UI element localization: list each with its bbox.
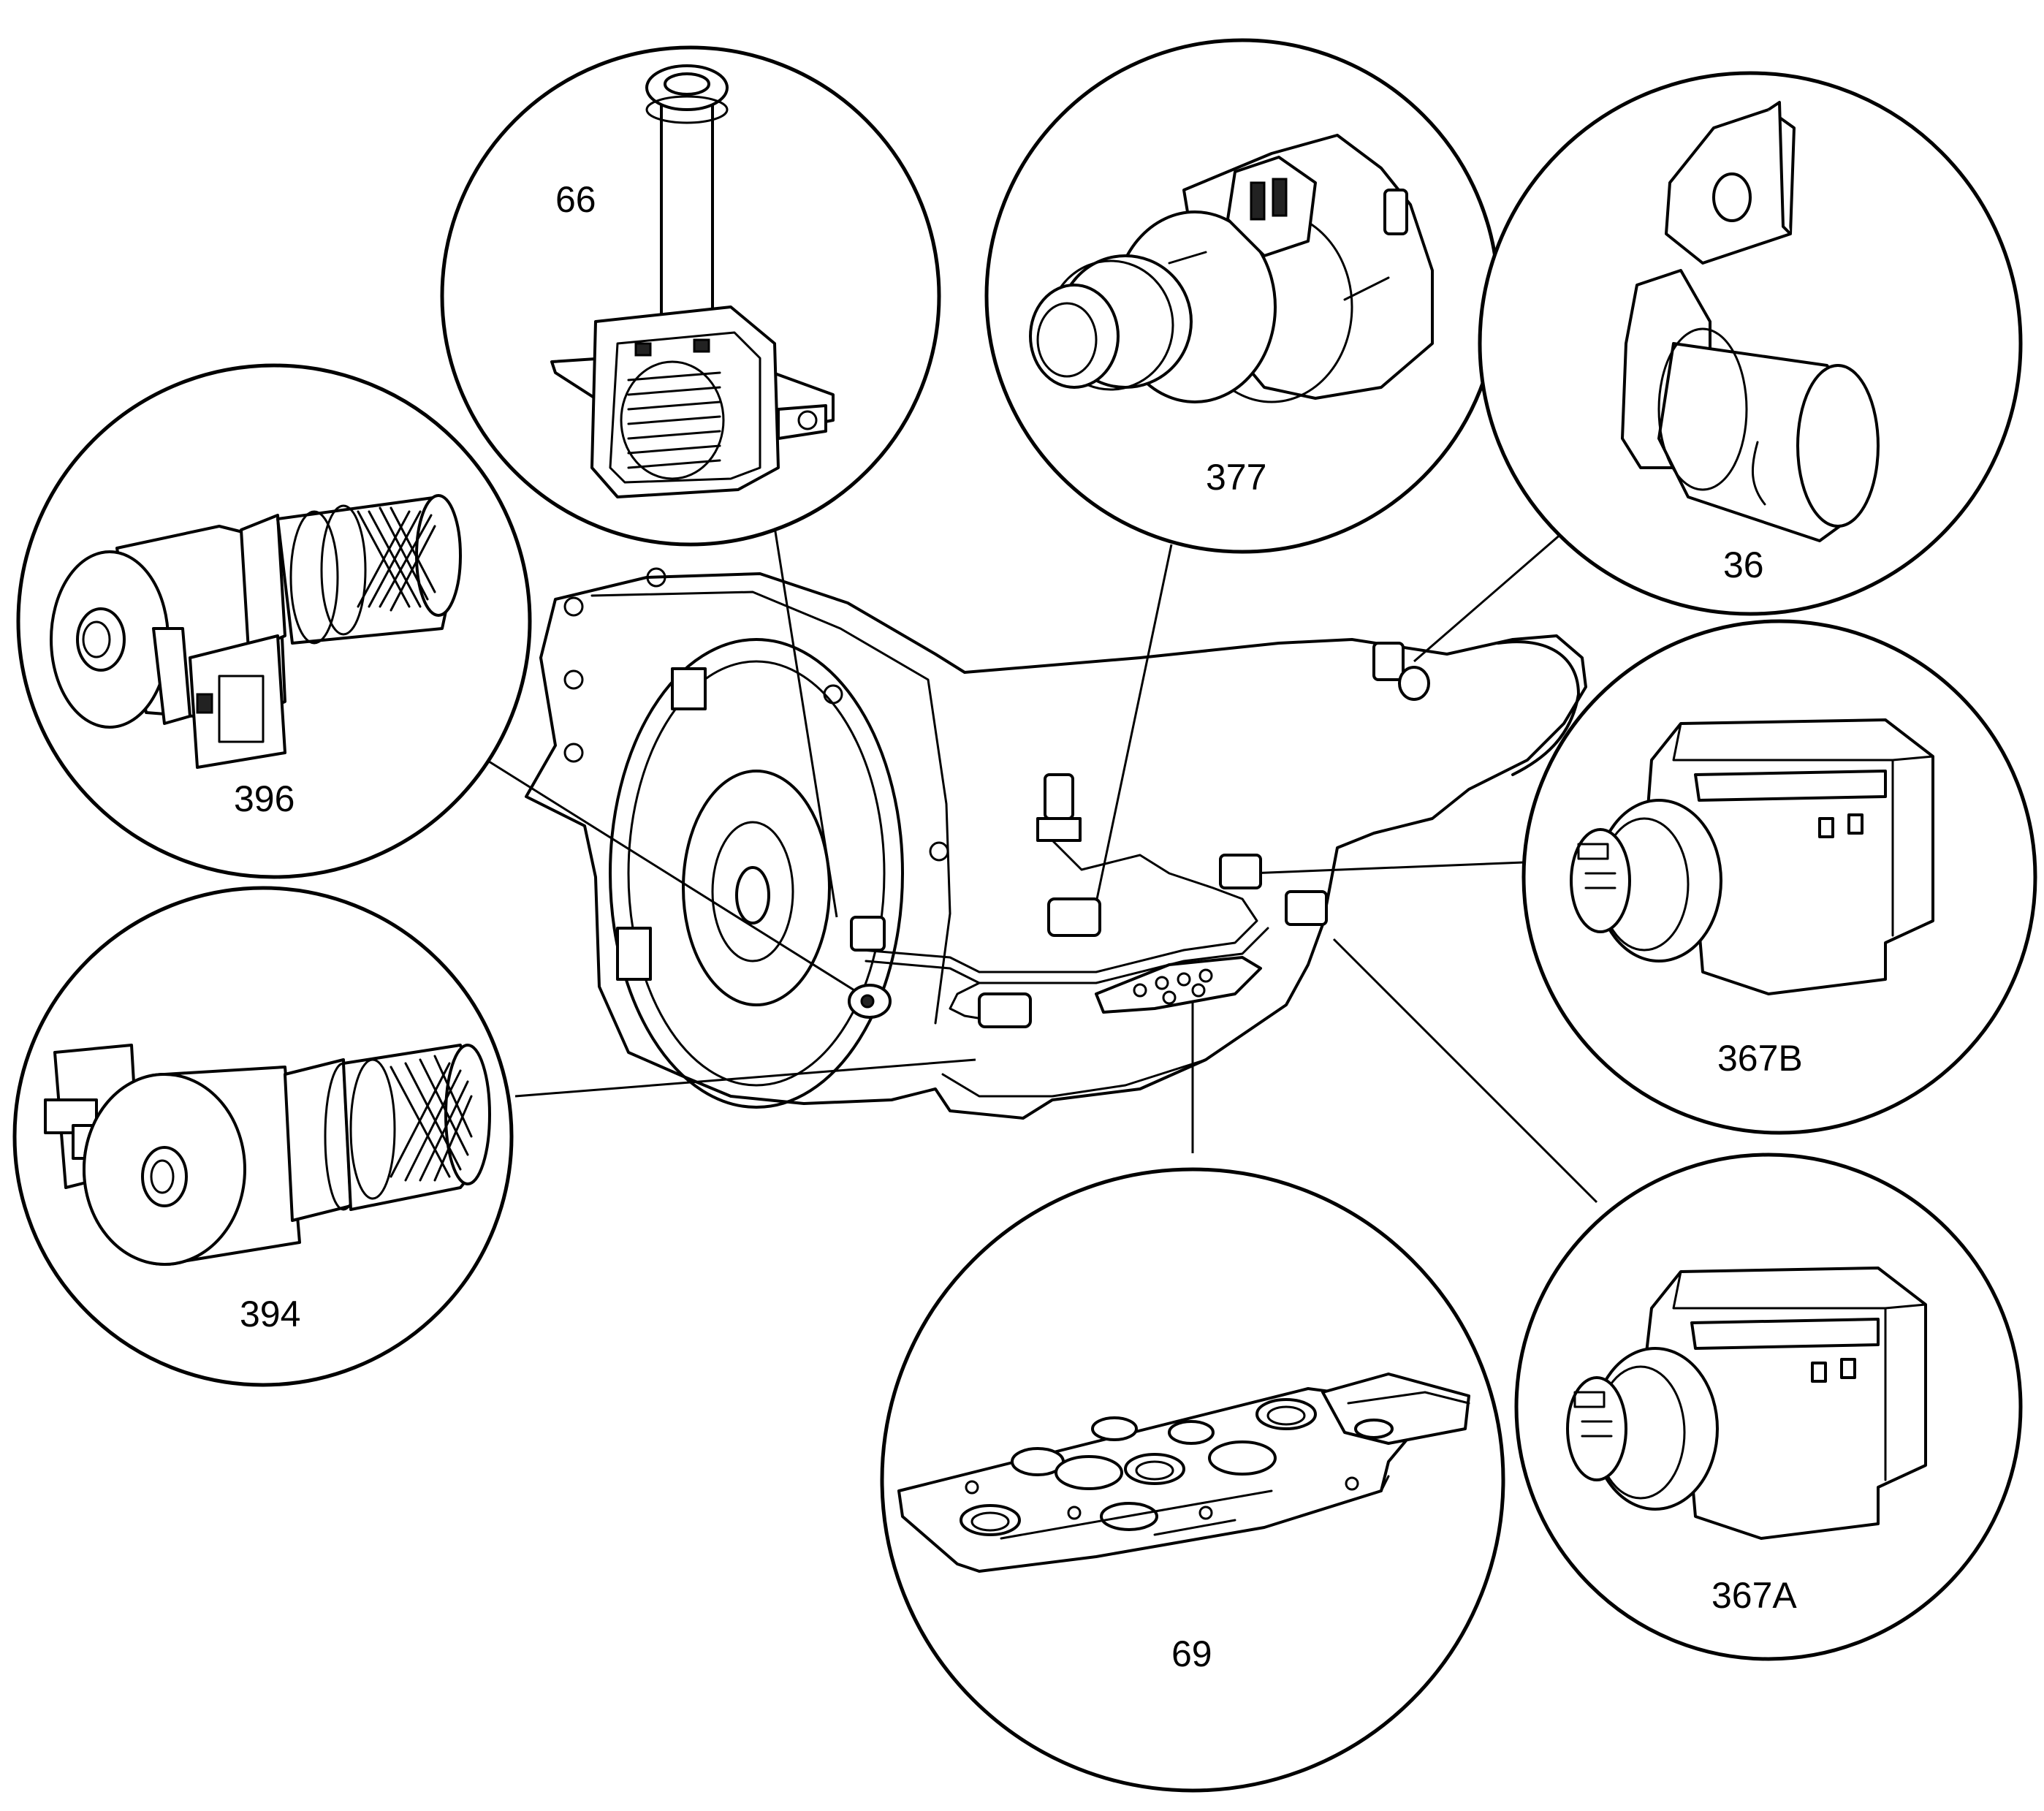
torque-converter-hub-inner: [711, 821, 794, 963]
bolt-hole: [823, 684, 843, 705]
callout-label: 394: [240, 1294, 300, 1334]
torque-converter-outer: [609, 638, 904, 1109]
bolt-hole: [646, 567, 666, 588]
speed-sensor-36-illustration: [1621, 101, 1880, 542]
leader-394: [514, 1058, 976, 1098]
converter-tab: [616, 927, 652, 981]
pressure-control-solenoid-396-illustration: [50, 494, 462, 769]
converter-tab: [671, 667, 707, 710]
callout-367a: 367A: [1514, 1153, 2023, 1661]
callout-367b: 367B: [1521, 619, 2037, 1135]
pressure-control-solenoid-394-illustration: [44, 1044, 491, 1266]
bolt-hole: [929, 841, 949, 862]
callout-label: 377: [1206, 457, 1266, 498]
filter-screen: [357, 506, 436, 612]
torque-converter-hub: [682, 770, 831, 1006]
wiring-harness: [861, 817, 1258, 973]
callout-394: 394: [12, 886, 514, 1387]
callout-label: 367B: [1717, 1038, 1803, 1079]
callout-377: 377: [984, 38, 1500, 554]
leader-377: [1095, 544, 1173, 903]
callout-label: 367A: [1711, 1575, 1797, 1616]
leader-367a: [1332, 938, 1598, 1204]
leader-lines: [474, 504, 1598, 1204]
shift-solenoid-367b-illustration: [1570, 718, 1934, 995]
solenoid-66-illustration: [550, 64, 835, 498]
callout-66: 66: [440, 45, 941, 547]
wiring-harness: [865, 927, 1269, 984]
filter-plate-small: [1095, 956, 1262, 1014]
transmission-case-outline: [525, 572, 1587, 1120]
filter-plate-small-holes: [1133, 968, 1213, 1005]
callout-label: 66: [555, 179, 596, 220]
leader-36: [1413, 517, 1579, 663]
bolt-hole: [563, 743, 584, 763]
callout-label: 396: [234, 778, 295, 819]
mini-solenoid-group: [848, 642, 1430, 1028]
tail-shaft: [1497, 640, 1580, 776]
transmission-assembly: [525, 567, 1587, 1120]
bellhousing-flange: [590, 591, 951, 1025]
callout-label: 69: [1171, 1633, 1212, 1674]
leader-367b: [1249, 861, 1524, 875]
oil-pan-edge: [941, 1058, 1207, 1098]
shift-solenoid-367a-illustration: [1566, 1267, 1927, 1540]
callout-36: 36: [1478, 71, 2023, 616]
leader-396: [474, 751, 867, 999]
callout-69: 69: [880, 1167, 1505, 1793]
filter-plate-69-illustration: [897, 1373, 1470, 1573]
filter-screen: [390, 1055, 473, 1182]
callout-circle: [1478, 71, 2023, 616]
torque-converter-pilot: [735, 866, 770, 925]
bolt-hole: [563, 596, 584, 617]
callout-label: 36: [1723, 544, 1764, 585]
bolt-hole: [563, 669, 584, 690]
torque-converter-ring: [627, 660, 886, 1087]
pressure-control-solenoid-377-illustration: [1029, 134, 1434, 403]
callout-396: 396: [16, 363, 532, 879]
